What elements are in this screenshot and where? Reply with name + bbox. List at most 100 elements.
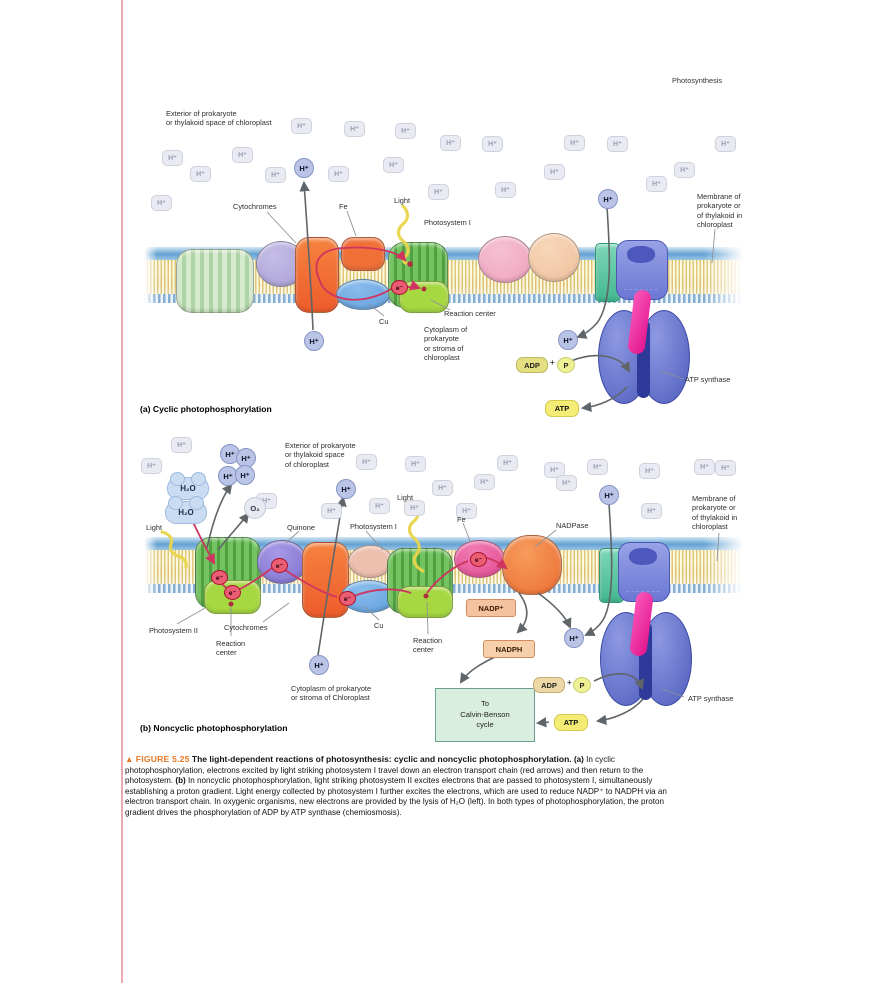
h-plus-ion: H⁺ (232, 147, 253, 163)
label-fe-a: Fe (339, 202, 348, 211)
water-molecule: H₂O (165, 496, 207, 524)
electron-marker: e⁻ (211, 570, 228, 585)
membrane-fade (141, 535, 157, 595)
h-plus-ion: H⁺ (428, 184, 449, 200)
electron-marker: e⁻ (470, 552, 487, 567)
h-plus-ion-bold: H⁺ (558, 330, 578, 350)
label-membrane-b: Membrane of prokaryote or of thylakoid i… (692, 494, 738, 532)
h-plus-ion: H⁺ (641, 503, 662, 519)
h-plus-ion: H⁺ (497, 455, 518, 471)
h-plus-ion-bold: H⁺ (598, 189, 618, 209)
h-plus-ion-bold: H⁺ (599, 485, 619, 505)
label-exterior-a: Exterior of prokaryote or thylakoid spac… (166, 109, 272, 128)
atp-token: ATP (554, 714, 588, 731)
membrane-fade (704, 245, 750, 305)
cytochromes-b (302, 542, 349, 618)
h-plus-ion: H⁺ (432, 480, 453, 496)
label-cytoplasm-a: Cytoplasm of prokaryote or stroma of chl… (424, 325, 468, 363)
caption-a-label: (a) (573, 755, 587, 764)
atp-synthase-a (598, 240, 690, 406)
label-cu-a: Cu (379, 317, 389, 326)
label-reaction-center1-b: Reaction center (216, 639, 246, 658)
h-plus-ion-bold: H⁺ (564, 628, 584, 648)
h-plus-ion: H⁺ (694, 459, 715, 475)
caption-b-label: (b) (175, 776, 188, 786)
h-plus-ion: H⁺ (715, 136, 736, 152)
label-nadpase-b: NADPase (556, 521, 589, 530)
figure-marker-icon: ▲ (125, 754, 136, 764)
electron-marker: e⁻ (391, 280, 408, 295)
electron-marker: e⁻ (339, 591, 356, 606)
h-plus-ion: H⁺ (321, 503, 342, 519)
panel-b-title: (b) Noncyclic photophosphorylation (140, 723, 288, 733)
h-plus-ion: H⁺ (162, 150, 183, 166)
fe-protein-a (341, 237, 385, 271)
atp-token: ATP (545, 400, 579, 417)
phosphate-token: P (557, 357, 575, 373)
membrane-protein (176, 249, 254, 313)
h-plus-ion: H⁺ (639, 463, 660, 479)
label-photosystem1-b: Photosystem I (350, 522, 397, 531)
h-plus-ion: H⁺ (544, 462, 565, 478)
h-plus-ion: H⁺ (395, 123, 416, 139)
h-plus-ion: H⁺ (344, 121, 365, 137)
h-plus-ion: H⁺ (674, 162, 695, 178)
h-plus-ion: H⁺ (544, 164, 565, 180)
h-plus-ion: H⁺ (369, 498, 390, 514)
label-photosystem2-b: Photosystem II (149, 626, 198, 635)
nadph-box: NADPH (483, 640, 535, 658)
h-plus-ion-bold: H⁺ (304, 331, 324, 351)
label-atp-synthase-a: ATP synthase (685, 375, 731, 384)
electron-marker: e⁻ (271, 558, 288, 573)
h-plus-ion: H⁺ (556, 475, 577, 491)
label-cytoplasm-b: Cytoplasm of prokaryote or stroma of Chl… (291, 684, 372, 703)
membrane-protein (528, 233, 580, 282)
label-cytochromes-b: Cytochromes (224, 623, 268, 632)
label-fe-b: Fe (457, 515, 466, 524)
h-plus-ion: H⁺ (587, 459, 608, 475)
h-plus-ion-bold: H⁺ (294, 158, 314, 178)
h-plus-ion: H⁺ (715, 460, 736, 476)
label-cu-b: Cu (374, 621, 384, 630)
h-plus-ion: H⁺ (405, 456, 426, 472)
h-plus-ion: H⁺ (328, 166, 349, 182)
figure-caption: ▲ FIGURE 5.25 The light-dependent reacti… (125, 754, 677, 818)
plus-sign: + (567, 678, 572, 687)
caption-a-text: In cyclic photophosphorylation, electron… (125, 755, 644, 786)
h-plus-ion: H⁺ (564, 135, 585, 151)
h-plus-ion: H⁺ (607, 136, 628, 152)
label-light1-b: Light (146, 523, 163, 532)
caption-b-text: In noncyclic photophosphorylation, light… (125, 776, 667, 817)
membrane-protein (478, 236, 532, 283)
figure-number: FIGURE 5.25 (135, 754, 190, 764)
h-plus-ion: H⁺ (495, 182, 516, 198)
h-plus-ion: H⁺ (383, 157, 404, 173)
calvin-benson-box: To Calvin-Benson cycle (435, 688, 535, 742)
caption-title: The light-dependent reactions of photosy… (189, 754, 574, 764)
adp-token: ADP (533, 677, 565, 693)
label-light-a: Light (394, 196, 411, 205)
label-reaction-center2-b: Reaction center (413, 636, 443, 655)
h-plus-ion: H⁺ (646, 176, 667, 192)
phosphate-token: P (573, 677, 591, 693)
atp-synthase-b (600, 542, 692, 708)
label-light2-b: Light (397, 493, 414, 502)
h-plus-ion: H⁺ (474, 474, 495, 490)
label-quinone-b: Quinone (287, 523, 315, 532)
h-plus-ion-bold: H⁺ (309, 655, 329, 675)
membrane-fade (141, 245, 157, 305)
h-plus-ion: H⁺ (265, 167, 286, 183)
h-plus-ion: H⁺ (482, 136, 503, 152)
running-header: Photosynthesis (672, 76, 723, 85)
label-photosystem1-a: Photosystem I (424, 218, 471, 227)
label-cytochromes-a: Cytochromes (233, 202, 277, 211)
nadp-box: NADP⁺ (466, 599, 516, 617)
cytochromes-a (295, 237, 339, 313)
h-plus-ion: H⁺ (456, 503, 477, 519)
electron-marker: e⁻ (224, 585, 241, 600)
label-reaction-center-a: Reaction center (444, 309, 496, 318)
page-margin-rule (121, 0, 123, 983)
water-molecule: H₂O (167, 472, 209, 500)
reaction-center2-b (397, 586, 453, 618)
h-plus-ion: H⁺ (141, 458, 162, 474)
